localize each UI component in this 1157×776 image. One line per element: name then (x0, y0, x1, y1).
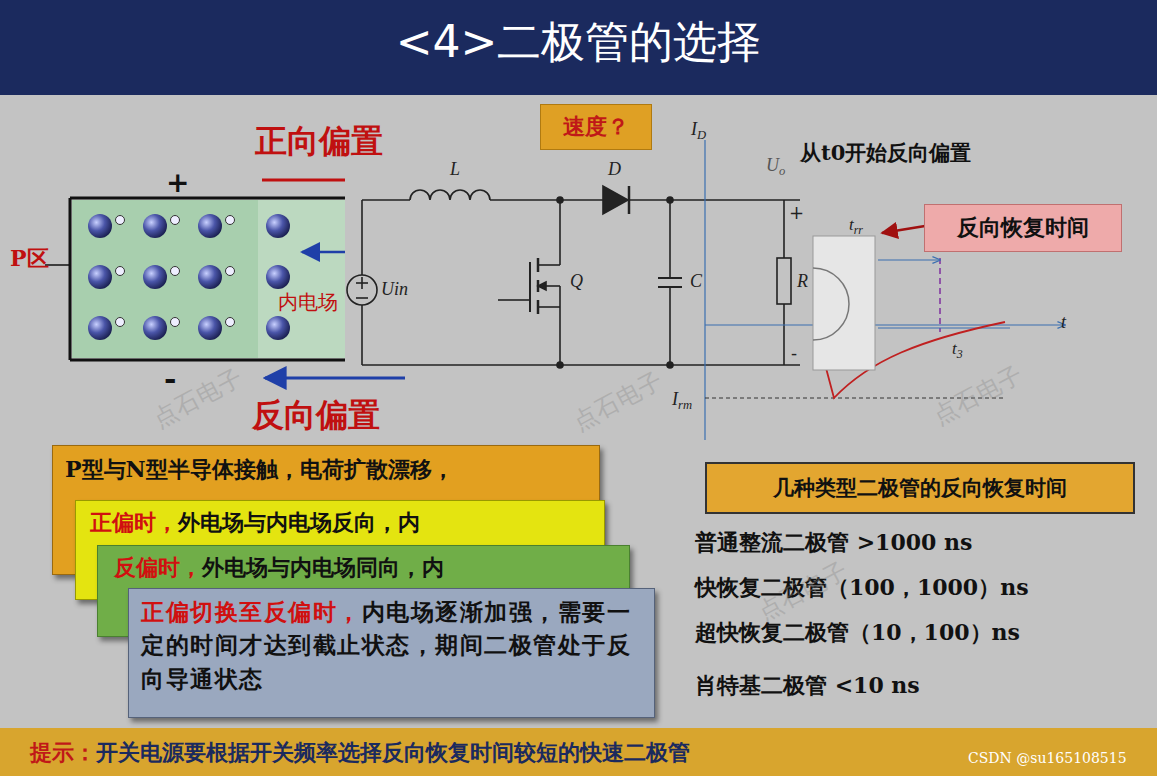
note-text: 外电场与内电场同向，内 (202, 554, 444, 580)
table-cell: 超快恢复二极管（10，100）ns (695, 620, 1020, 644)
region-label: P区 (10, 246, 49, 270)
note-heading: 正偏切换至反偏时， (141, 598, 362, 625)
note-heading: 正偏时， (90, 509, 178, 535)
note-text: 几种类型二极管的反向恢复时间 (773, 475, 1067, 500)
axis-label: t (1061, 313, 1066, 333)
recovery-time-box: 反向恢复时间 (924, 204, 1122, 252)
slide-title: <4>二极管的选择 (0, 18, 1157, 66)
signal-name: Uo (766, 156, 785, 179)
signal-name: Uin (381, 280, 408, 300)
axis-label: t3 (952, 340, 963, 361)
part-name: C (690, 272, 702, 292)
polarity-sign: - (164, 362, 176, 395)
boost-circuit (347, 186, 800, 368)
pn-junction (45, 180, 405, 378)
annotation: 从t0开始反向偏置 (800, 141, 971, 164)
note-heading: 反偏时， (114, 554, 202, 580)
watermark: CSDN @su165108515 (968, 751, 1127, 766)
polarity-sign: + (789, 203, 804, 223)
hint-bar (0, 728, 1157, 776)
title-bar (0, 0, 1157, 95)
bias-label: 正向偏置 (255, 124, 383, 159)
polarity-sign: + (166, 168, 189, 199)
table-cell: 肖特基二极管 <10 ns (695, 673, 920, 697)
note-text: 速度？ (563, 113, 629, 139)
table-cell: 快恢复二极管（100，1000）ns (695, 575, 1029, 599)
note-text: P型与N型半导体接触，电荷扩散漂移， (65, 456, 454, 482)
note-text: 反向恢复时间 (957, 214, 1089, 240)
watermark: 点石电子 (569, 367, 666, 435)
axis-label: ID (691, 120, 706, 143)
part-name: R (797, 272, 808, 292)
part-name: Q (570, 272, 583, 292)
field-label: 内电场 (278, 291, 338, 313)
switching-note-box: 正偏切换至反偏时，内电场逐渐加强，需要一定的时间才达到截止状态，期间二极管处于反… (128, 588, 655, 718)
recovery-table-box: 几种类型二极管的反向恢复时间 (705, 462, 1135, 514)
watermark: 点石电子 (929, 361, 1026, 429)
table-cell: 普通整流二极管 >1000 ns (695, 530, 972, 554)
part-name: L (450, 160, 460, 180)
note-text: 外电场与内电场反向，内 (178, 509, 420, 535)
part-name: D (608, 160, 621, 180)
watermark: 点石电子 (149, 364, 246, 432)
speed-box: 速度？ (540, 104, 652, 150)
bias-label: 反向偏置 (252, 398, 380, 433)
note-text: 开关电源要根据开关频率选择反向恢复时间较短的快速二极管 (96, 739, 690, 765)
polarity-sign: - (791, 344, 797, 364)
axis-label: Irm (672, 390, 692, 413)
recovery-waveform (705, 140, 1065, 440)
note-heading: 提示： (30, 739, 96, 765)
axis-label: trr (849, 216, 863, 237)
